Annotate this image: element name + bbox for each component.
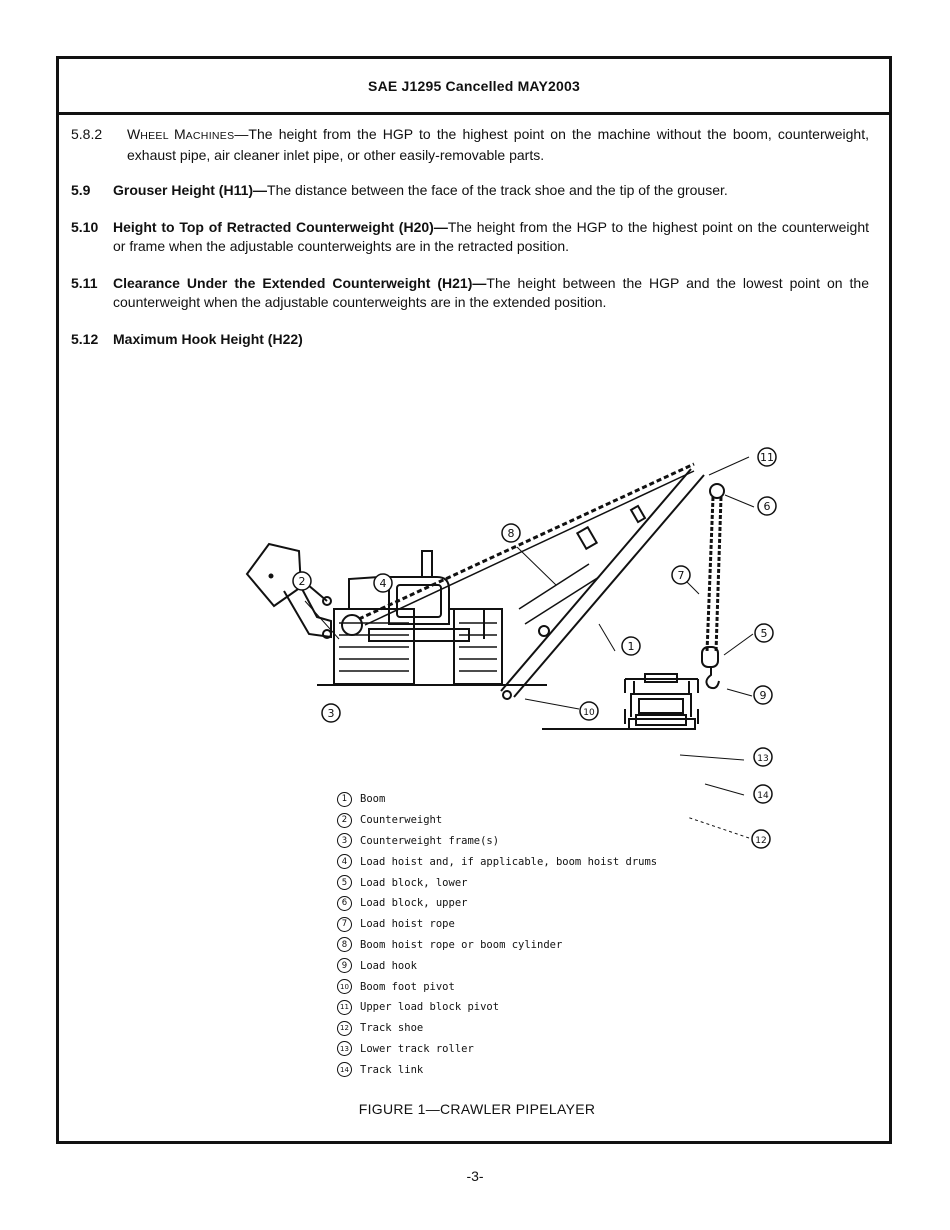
svg-text:14: 14 <box>757 791 769 801</box>
track-frame-left <box>333 608 415 685</box>
section-number: 5.11 <box>71 275 98 291</box>
svg-text:1: 1 <box>628 640 635 653</box>
svg-text:3: 3 <box>328 707 335 720</box>
boom-line <box>500 468 692 692</box>
callout-4: 4 <box>373 573 393 593</box>
crawler-pipelayer-illustration: 11 6 8 7 2 4 5 1 9 10 3 13 14 12 <box>245 447 777 849</box>
section-5-9: 5.9 Grouser Height (H11)—The distance be… <box>71 181 869 200</box>
load-hook <box>705 667 720 690</box>
section-heading: Maximum Hook Height (H22) <box>113 331 303 347</box>
section-text: WHEEL MACHINES—The height from the HGP t… <box>127 126 869 163</box>
section-number: 5.8.2 <box>71 126 103 142</box>
svg-text:9: 9 <box>760 689 767 702</box>
section-5-8-2: 5.8.2 WHEEL MACHINES—The height from the… <box>71 125 869 165</box>
section-text: Clearance Under the Extended Counterweig… <box>113 275 870 310</box>
cab-shape <box>388 576 450 625</box>
boom-foot-pivot <box>502 690 512 700</box>
callout-1: 1 <box>621 636 641 656</box>
load-hoist-rope <box>705 496 715 653</box>
section-number: 5.9 <box>71 182 91 198</box>
callout-3: 3 <box>321 703 341 723</box>
section-5-10: 5.10 Height to Top of Retracted Counterw… <box>71 218 869 256</box>
upper-load-block <box>709 483 725 499</box>
svg-text:5: 5 <box>761 627 768 640</box>
callout-7: 7 <box>671 565 691 585</box>
page-number: -3- <box>466 1168 484 1184</box>
svg-text:6: 6 <box>764 500 771 513</box>
section-text: Maximum Hook Height (H22) <box>71 330 869 349</box>
svg-text:12: 12 <box>755 836 766 846</box>
document-header: SAE J1295 Cancelled MAY2003 <box>59 59 889 115</box>
hoist-drum <box>341 614 363 636</box>
callout-8: 8 <box>501 523 521 543</box>
section-heading: Height to Top of Retracted Counterweight… <box>113 219 448 235</box>
svg-text:8: 8 <box>508 527 515 540</box>
section-heading: Clearance Under the Extended Counterweig… <box>113 275 487 291</box>
callout-2: 2 <box>292 571 312 591</box>
svg-text:13: 13 <box>757 754 768 764</box>
boom-hoist-rope <box>358 462 695 621</box>
section-number: 5.10 <box>71 219 99 235</box>
callout-13: 13 <box>753 747 773 767</box>
exhaust-stack <box>421 550 433 578</box>
section-5-12: 5.12 Maximum Hook Height (H22) <box>71 330 869 349</box>
section-text: Height to Top of Retracted Counterweight… <box>113 219 869 254</box>
lower-track-roller <box>638 698 684 714</box>
callout-14: 14 <box>753 784 773 804</box>
callout-12: 12 <box>751 829 771 849</box>
svg-text:4: 4 <box>380 577 387 590</box>
figure-caption: FIGURE 1—CRAWLER PIPELAYER <box>358 1101 596 1117</box>
section-heading: Grouser Height (H11)— <box>113 182 268 198</box>
svg-text:10: 10 <box>583 708 595 718</box>
callout-11: 11 <box>757 447 777 467</box>
callout-9: 9 <box>753 685 773 705</box>
counterweight-shape <box>245 542 303 608</box>
svg-text:2: 2 <box>299 575 306 588</box>
callout-10: 10 <box>579 701 599 721</box>
svg-text:11: 11 <box>760 451 774 464</box>
callout-5: 5 <box>754 623 774 643</box>
track-link <box>635 714 687 726</box>
document-title: SAE J1295 Cancelled MAY2003 <box>368 77 580 94</box>
svg-text:7: 7 <box>678 569 685 582</box>
callout-6: 6 <box>757 496 777 516</box>
section-5-11: 5.11 Clearance Under the Extended Counte… <box>71 274 869 312</box>
section-text: Grouser Height (H11)—The distance betwee… <box>113 182 728 198</box>
section-number: 5.12 <box>71 331 99 347</box>
page-frame: SAE J1295 Cancelled MAY2003 5.8.2 WHEEL … <box>56 56 892 1144</box>
